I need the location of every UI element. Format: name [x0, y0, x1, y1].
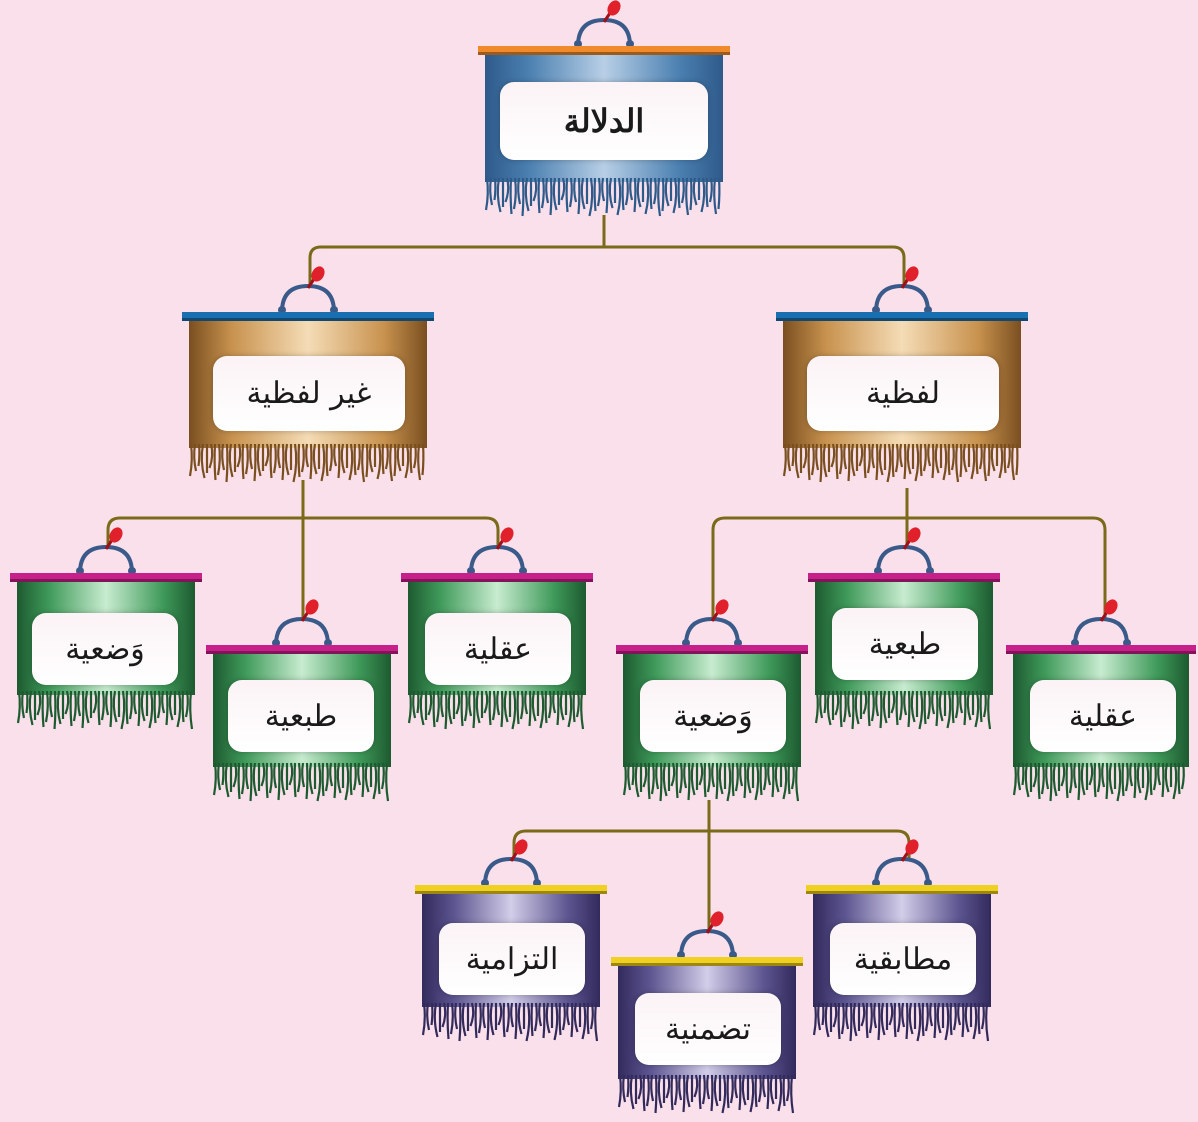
- hanging-rod: [10, 573, 202, 582]
- node-nonverbal-conventional: وَضعية: [10, 527, 202, 733]
- node-label: عقلية: [1030, 680, 1176, 752]
- hanging-rod: [776, 312, 1028, 321]
- node-verbal-natural: طبعية: [808, 527, 1000, 733]
- node-label: التزامية: [439, 923, 585, 995]
- node-label: وَضعية: [640, 680, 786, 752]
- node-nonverbal-rational: عقلية: [401, 527, 593, 733]
- connector-nonverbal: [106, 480, 500, 620]
- node-label: تضمنية: [635, 993, 781, 1065]
- hanging-ring-icon: [469, 544, 525, 574]
- node-label: طبعية: [832, 608, 978, 680]
- node-label: لفظية: [807, 356, 999, 431]
- hanging-ring-icon: [1073, 616, 1129, 646]
- node-label: طبعية: [228, 680, 374, 752]
- node-verbal: لفظية: [776, 266, 1028, 486]
- node-label: الدلالة: [500, 82, 708, 160]
- hanging-rod: [415, 885, 607, 894]
- node-nonverbal-natural: طبعية: [206, 599, 398, 805]
- node-verbal-rational: عقلية: [1006, 599, 1196, 805]
- connector-conventional: [512, 800, 911, 932]
- hanging-ring-icon: [874, 283, 930, 313]
- hanging-ring-icon: [679, 928, 735, 958]
- node-nonverbal: غير لفظية: [182, 266, 434, 486]
- hanging-ring-icon: [78, 544, 134, 574]
- hanging-rod: [616, 645, 808, 654]
- hanging-ring-icon: [280, 283, 336, 313]
- node-label: مطابقية: [830, 923, 976, 995]
- hanging-rod: [401, 573, 593, 582]
- hanging-ring-icon: [876, 544, 932, 574]
- hanging-ring-icon: [684, 616, 740, 646]
- node-correspondence: مطابقية: [806, 839, 998, 1045]
- node-verbal-conventional: وَضعية: [616, 599, 808, 805]
- hanging-rod: [1006, 645, 1196, 654]
- hanging-rod: [478, 46, 730, 55]
- hanging-rod: [806, 885, 998, 894]
- node-label: عقلية: [425, 613, 571, 685]
- hanging-rod: [611, 957, 803, 966]
- connector-root: [308, 215, 906, 285]
- node-inclusion: تضمنية: [611, 911, 803, 1117]
- hanging-rod: [182, 312, 434, 321]
- connector-verbal: [711, 488, 1107, 620]
- node-implication: التزامية: [415, 839, 607, 1045]
- node-root: الدلالة: [478, 0, 730, 220]
- hanging-ring-icon: [576, 17, 632, 47]
- hanging-ring-icon: [874, 856, 930, 886]
- hanging-rod: [808, 573, 1000, 582]
- hanging-ring-icon: [483, 856, 539, 886]
- node-label: غير لفظية: [213, 356, 405, 431]
- hanging-rod: [206, 645, 398, 654]
- hanging-ring-icon: [274, 616, 330, 646]
- node-label: وَضعية: [32, 613, 178, 685]
